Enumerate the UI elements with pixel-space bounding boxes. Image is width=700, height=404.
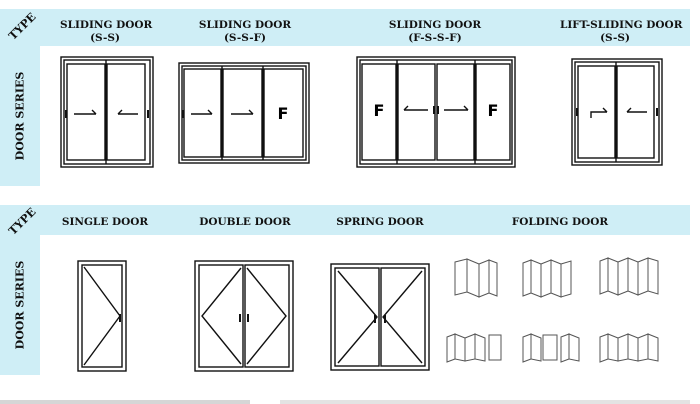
bottom-col-1-header: SINGLE DOOR [61,216,149,228]
top-col-1-code: (S-S) [90,32,120,44]
footer-strip-left [0,400,250,404]
bottom-col-2-header: DOUBLE DOOR [199,216,291,228]
top-col-1-header: SLIDING DOOR (S-S) [60,19,153,45]
top-col-3-header: SLIDING DOOR (F-S-S-F) [385,19,485,45]
bottom-series-label: DOOR SERIES [13,260,27,350]
top-col-3-title: SLIDING DOOR [388,19,482,31]
footer-strip-right [280,400,690,404]
top-series-label: DOOR SERIES [13,71,27,161]
top-series-band: DOOR SERIES [0,46,40,186]
bottom-col-4-header: FOLDING DOOR [511,216,609,228]
bottom-series-band: DOOR SERIES [0,235,40,375]
top-type-band [0,9,690,46]
folding-door-variant-6 [599,333,659,363]
folding-door-variant-5 [522,333,580,363]
lift-sliding-door-s-s-drawing [571,58,663,166]
single-door-drawing [77,260,127,372]
fixed-panel-mark: F [278,104,289,123]
bottom-type-band [0,205,690,235]
top-col-2-header: SLIDING DOOR (S-S-F) [195,19,295,45]
top-col-2-code: (S-S-F) [223,32,267,44]
fixed-panel-mark: F [374,101,385,120]
top-col-3-code: (F-S-S-F) [408,32,462,44]
top-col-4-code: (S-S) [600,32,630,44]
folding-door-variant-4 [446,333,502,363]
fixed-panel-mark: F [488,101,499,120]
folding-door-variant-2 [522,259,572,298]
bottom-col-3-header: SPRING DOOR [336,216,424,228]
sliding-door-s-s-f-drawing: F [178,62,310,164]
sliding-door-s-s-drawing [60,56,154,168]
sliding-door-f-s-s-f-drawing: F F [356,56,516,168]
folding-door-variant-1 [454,258,498,298]
double-door-drawing [194,260,294,372]
top-col-4-header: LIFT-SLIDING DOOR (S-S) [560,19,683,45]
top-col-4-title: LIFT-SLIDING DOOR [560,19,683,31]
folding-door-variant-3 [599,257,659,296]
top-col-1-title: SLIDING DOOR [60,19,153,31]
spring-door-drawing [330,263,430,371]
top-col-2-title: SLIDING DOOR [198,19,292,31]
